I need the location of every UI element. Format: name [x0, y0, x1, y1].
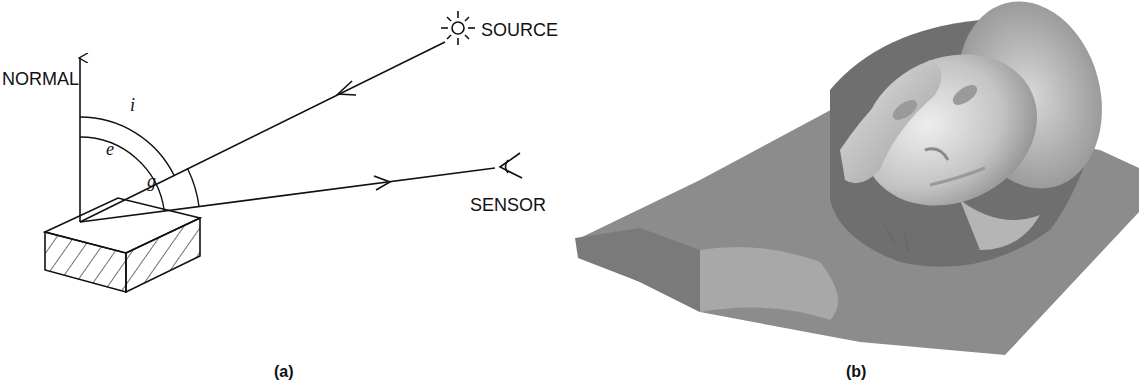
- panel-label: (a): [274, 364, 294, 380]
- angle-arc: [80, 117, 174, 176]
- angle-label: e: [106, 140, 114, 158]
- panel-label: (b): [846, 364, 866, 380]
- angle-arc: [188, 169, 199, 207]
- sensor-label: SENSOR: [470, 196, 546, 214]
- normal-arrow: [79, 58, 81, 222]
- reconstructed-surface: [575, 0, 1139, 355]
- source-label: SOURCE: [481, 21, 558, 39]
- emitted-ray: [80, 168, 495, 222]
- sun-symbol: [441, 11, 475, 45]
- angle-label: i: [130, 96, 135, 114]
- surface-block: [45, 198, 200, 292]
- angle-arc: [80, 137, 164, 211]
- eye-symbol: [500, 153, 522, 178]
- axis-label: NORMAL: [2, 70, 79, 88]
- incident-ray: [80, 42, 445, 222]
- angle-label: g: [147, 172, 156, 190]
